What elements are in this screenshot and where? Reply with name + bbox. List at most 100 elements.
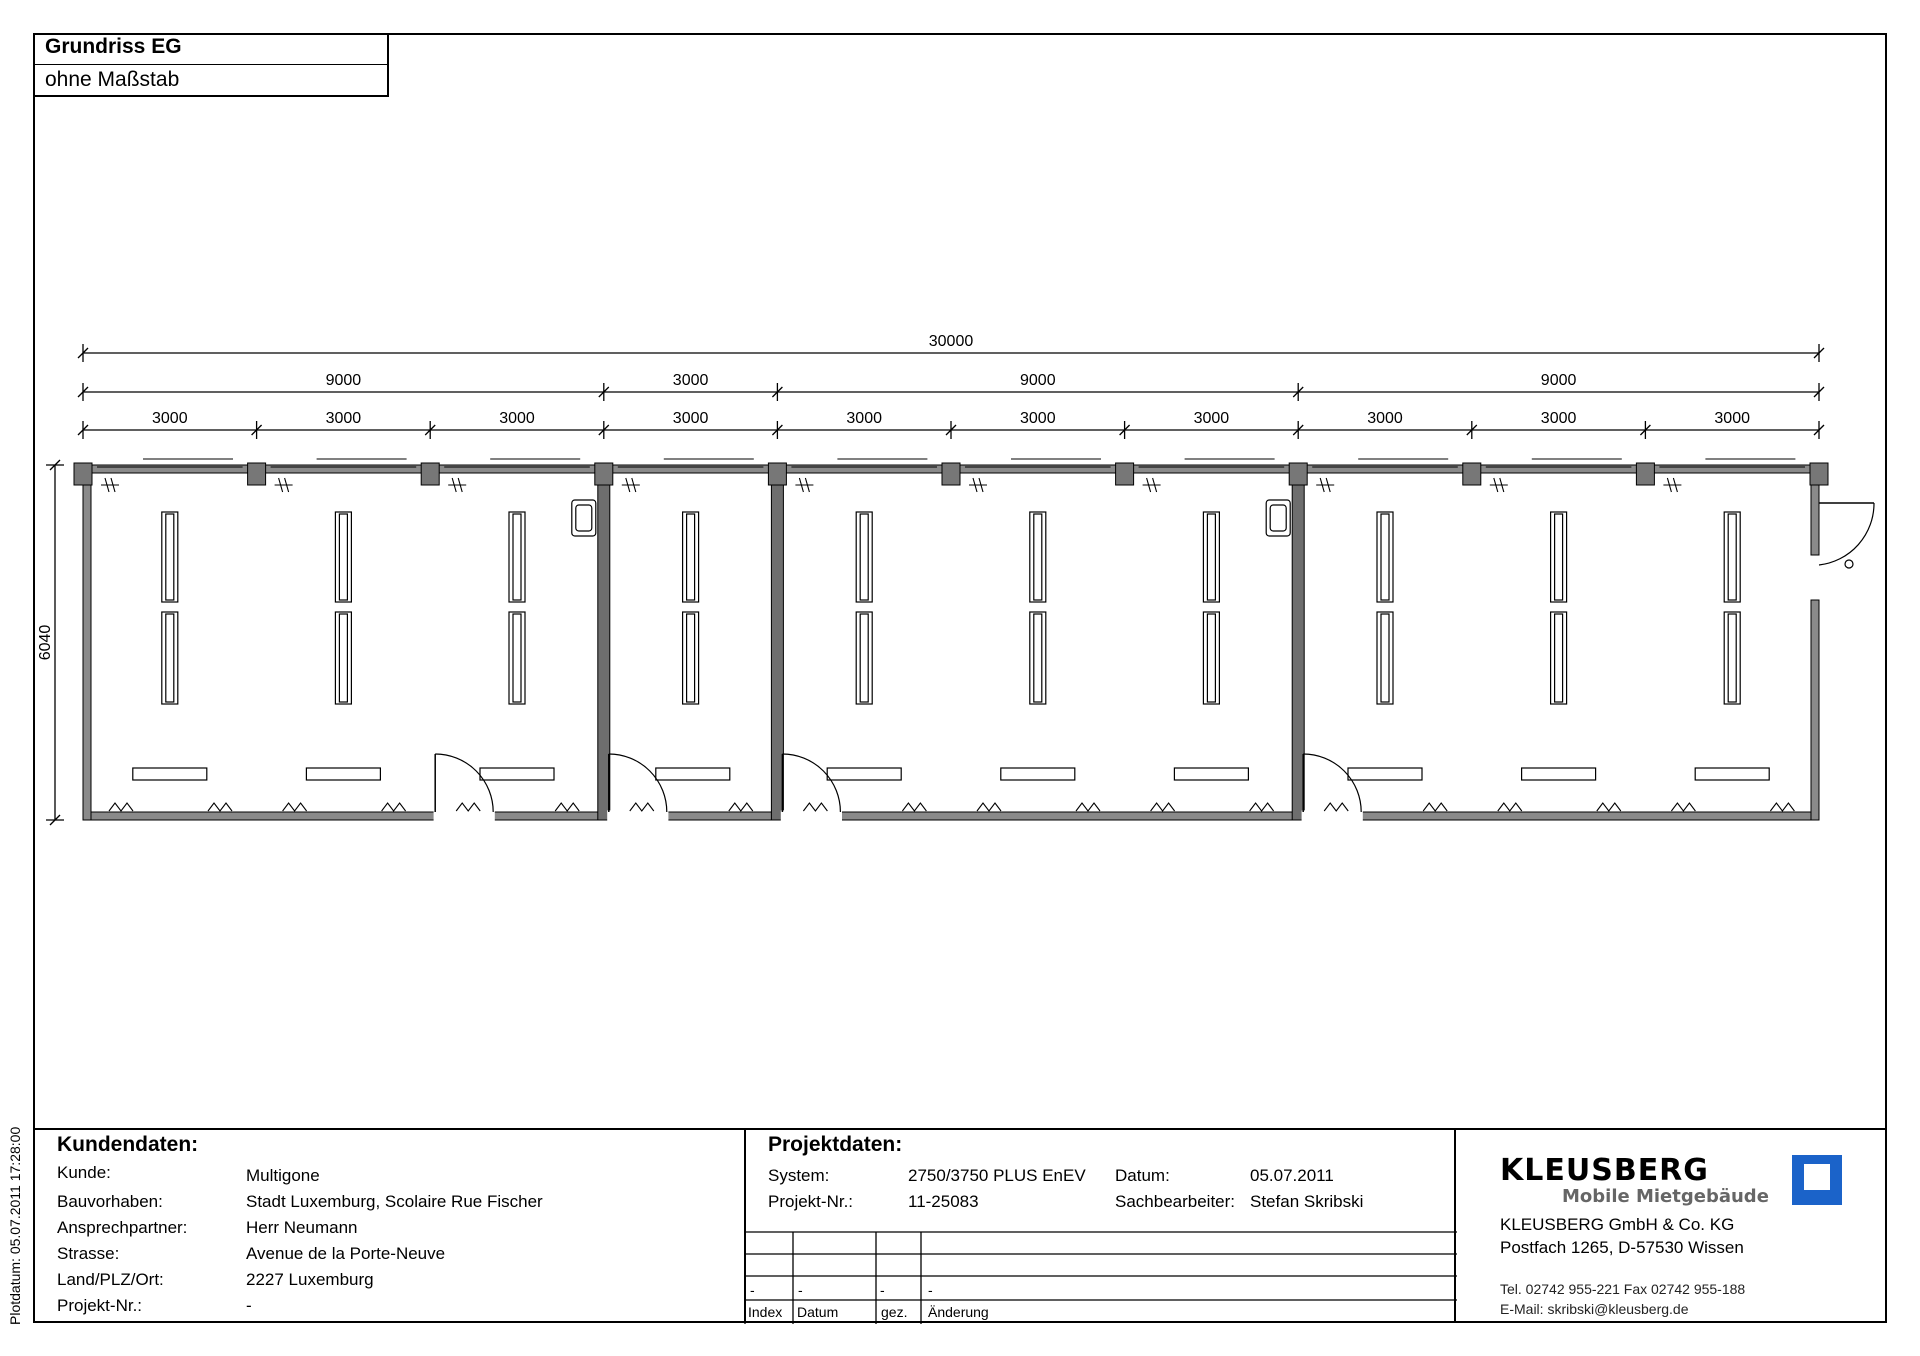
radiator-symbol xyxy=(207,802,233,812)
dimension-module-label: 3000 xyxy=(152,410,188,427)
bench xyxy=(1694,767,1770,781)
door-swing xyxy=(608,753,668,813)
partition-wall xyxy=(597,464,611,821)
desk xyxy=(338,513,348,601)
dimension-tick xyxy=(1813,386,1825,398)
radiator-symbol xyxy=(1670,802,1696,812)
outlet-symbol xyxy=(1663,477,1682,493)
dimension-tick xyxy=(77,347,89,359)
radiator-symbol xyxy=(1323,802,1349,812)
desk xyxy=(685,513,696,601)
partition-wall xyxy=(1291,464,1305,821)
dimension-module-label: 3000 xyxy=(1541,410,1577,427)
dimension-tick xyxy=(77,386,89,398)
desk xyxy=(1727,613,1737,703)
dimension-tick xyxy=(598,386,610,398)
desk xyxy=(512,513,522,601)
sachbearbeiter-value: Stefan Skribski xyxy=(1250,1192,1364,1211)
company-email: E-Mail: skribski@kleusberg.de xyxy=(1500,1301,1689,1317)
desk xyxy=(1033,513,1043,601)
company-logo-subtitle: Mobile Mietgebäude xyxy=(1562,1186,1769,1207)
projektdaten-heading: Projektdaten: xyxy=(768,1133,903,1156)
outlet-symbol xyxy=(621,477,640,493)
drawing-title: Grundriss EG xyxy=(33,33,387,65)
radiator-symbol xyxy=(901,802,927,812)
revision-table xyxy=(744,1231,1457,1324)
kunde-value: Multigone xyxy=(246,1166,320,1185)
dimension-tick xyxy=(771,386,783,398)
ansprechpartner-value: Herr Neumann xyxy=(246,1218,358,1237)
entrance-door-swing xyxy=(1818,502,1875,566)
system-value: 2750/3750 PLUS EnEV xyxy=(908,1166,1086,1185)
desk xyxy=(1380,513,1390,601)
outlet-symbol xyxy=(1316,477,1335,493)
column xyxy=(1809,462,1829,486)
radiator-symbol xyxy=(629,802,655,812)
drawing-frame xyxy=(33,33,1887,1323)
outlet-symbol xyxy=(274,477,293,493)
dimension-tick xyxy=(771,424,783,436)
kundendaten-heading: Kundendaten: xyxy=(57,1133,199,1156)
bench xyxy=(1347,767,1423,781)
dimension-tick xyxy=(1466,424,1478,436)
drawing-scale-note: ohne Maßstab xyxy=(45,68,180,91)
dimension-tick xyxy=(1292,386,1304,398)
dimension-lines xyxy=(46,344,1825,826)
company-logo-mark xyxy=(1792,1155,1842,1205)
door-opening xyxy=(780,810,843,822)
column xyxy=(1288,462,1308,486)
bench xyxy=(1173,767,1250,781)
kunde-label: Kunde: xyxy=(57,1163,111,1182)
sink-basin xyxy=(1269,504,1287,532)
datum-label: Datum: xyxy=(1115,1166,1170,1185)
door-handle xyxy=(1844,559,1854,569)
land-plz-ort-value: 2227 Luxemburg xyxy=(246,1270,374,1289)
door-swing xyxy=(1303,753,1362,813)
drawing-title-box: Grundriss EG ohne Maßstab xyxy=(33,33,389,97)
outlet-symbol xyxy=(448,477,467,493)
radiator-symbol xyxy=(282,802,308,812)
desk xyxy=(1206,513,1217,601)
dimension-tick xyxy=(49,459,61,471)
radiator-symbol xyxy=(1075,802,1101,812)
revision-datum-value: - xyxy=(798,1282,803,1298)
ansprechpartner-label: Ansprechpartner: xyxy=(57,1218,188,1237)
column xyxy=(767,462,787,486)
revision-index-header: Index xyxy=(748,1304,783,1320)
column xyxy=(247,462,267,486)
revision-aenderung-value: - xyxy=(928,1282,933,1298)
partition-wall xyxy=(770,464,784,821)
bauvorhaben-value: Stadt Luxemburg, Scolaire Rue Fischer xyxy=(246,1192,543,1211)
revision-datum-header: Datum xyxy=(797,1304,839,1320)
dimension-module-label: 3000 xyxy=(673,410,709,427)
door-opening xyxy=(1301,810,1363,822)
radiator-symbol xyxy=(1596,802,1622,812)
desk xyxy=(859,613,869,703)
radiator-symbol xyxy=(1497,802,1523,812)
dimension-tick xyxy=(1119,424,1131,436)
outlet-symbol xyxy=(795,477,814,493)
desk xyxy=(859,513,869,601)
system-label: System: xyxy=(768,1166,830,1185)
dimension-tick xyxy=(945,424,957,436)
walls xyxy=(73,458,1829,821)
revision-gez-header: gez. xyxy=(881,1304,908,1320)
bench xyxy=(655,767,731,781)
radiator-symbol xyxy=(381,802,407,812)
radiator-symbol xyxy=(554,802,580,812)
title-block-divider xyxy=(1454,1130,1456,1323)
dimension-tick xyxy=(598,424,610,436)
dimension-segment-label: 9000 xyxy=(1020,372,1056,389)
dimension-tick xyxy=(1813,424,1825,436)
land-plz-ort-label: Land/PLZ/Ort: xyxy=(57,1270,164,1289)
desk xyxy=(165,613,175,703)
radiator-symbol xyxy=(1150,802,1176,812)
radiator-symbol xyxy=(1422,802,1448,812)
dimension-tick xyxy=(251,424,263,436)
dimension-tick xyxy=(77,424,89,436)
desk xyxy=(1727,513,1737,601)
furniture xyxy=(101,477,1875,822)
desk xyxy=(165,513,175,601)
